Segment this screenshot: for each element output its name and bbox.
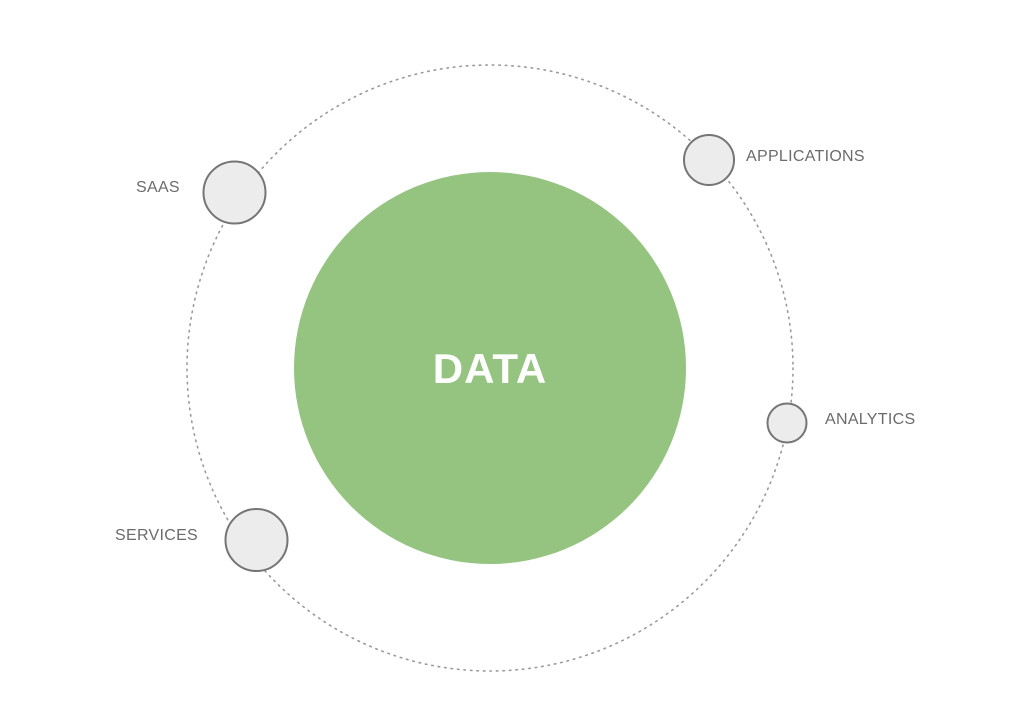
data-core-circle: [294, 172, 686, 564]
analytics-label: ANALYTICS: [825, 411, 916, 428]
applications-label: APPLICATIONS: [746, 148, 865, 165]
saas-label: SAAS: [136, 179, 180, 196]
services-label: SERVICES: [115, 527, 199, 544]
node-services: [224, 508, 289, 572]
center-label: DATA: [432, 345, 548, 392]
orbit-ring: [186, 64, 794, 672]
node-saas: [202, 160, 267, 225]
node-analytics: [766, 402, 808, 444]
node-applications: [683, 134, 735, 186]
